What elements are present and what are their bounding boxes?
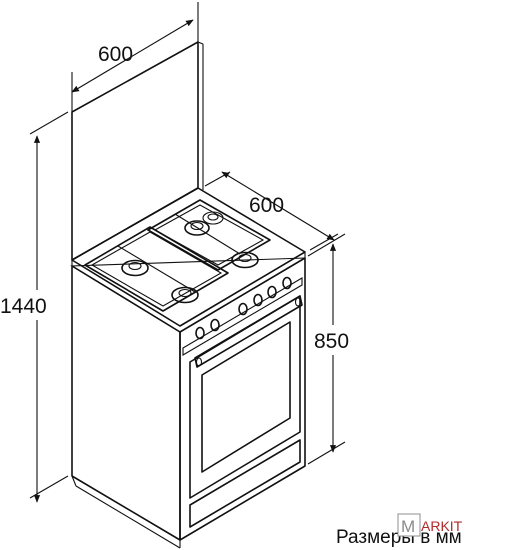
burner-left	[121, 259, 149, 277]
storage-drawer	[189, 439, 301, 528]
knob-3	[238, 302, 248, 316]
grate-front-left	[84, 226, 229, 312]
dimension-body-height: 850	[307, 233, 358, 465]
oven-door	[189, 295, 303, 528]
burner-right	[231, 251, 259, 269]
caption-units: Размеры в мм	[336, 527, 462, 548]
backsplash-panel	[71, 41, 204, 261]
watermark-logo: M ARKIT	[397, 513, 463, 537]
dimension-side-depth: 600	[204, 171, 339, 251]
burner-back	[184, 211, 224, 236]
dimension-label-side-depth: 600	[249, 194, 284, 217]
watermark-text: ARKIT	[421, 518, 463, 534]
dimension-label-body-height: 850	[314, 330, 349, 353]
knob-2	[210, 318, 220, 332]
oven-window	[201, 321, 291, 473]
knob-6	[282, 276, 292, 290]
dimension-label-total-height: 1440	[0, 295, 47, 318]
stove-body	[71, 257, 306, 549]
control-knobs	[182, 276, 303, 356]
watermark-letter: M	[401, 517, 415, 536]
dimension-label-top-width: 600	[98, 43, 133, 66]
burner-front	[171, 286, 199, 304]
knob-4	[253, 293, 263, 307]
cooktop	[70, 187, 306, 333]
dimension-total-height: 1440	[0, 111, 69, 503]
dimension-top-width: 600	[71, 2, 199, 112]
knob-5	[267, 285, 277, 299]
